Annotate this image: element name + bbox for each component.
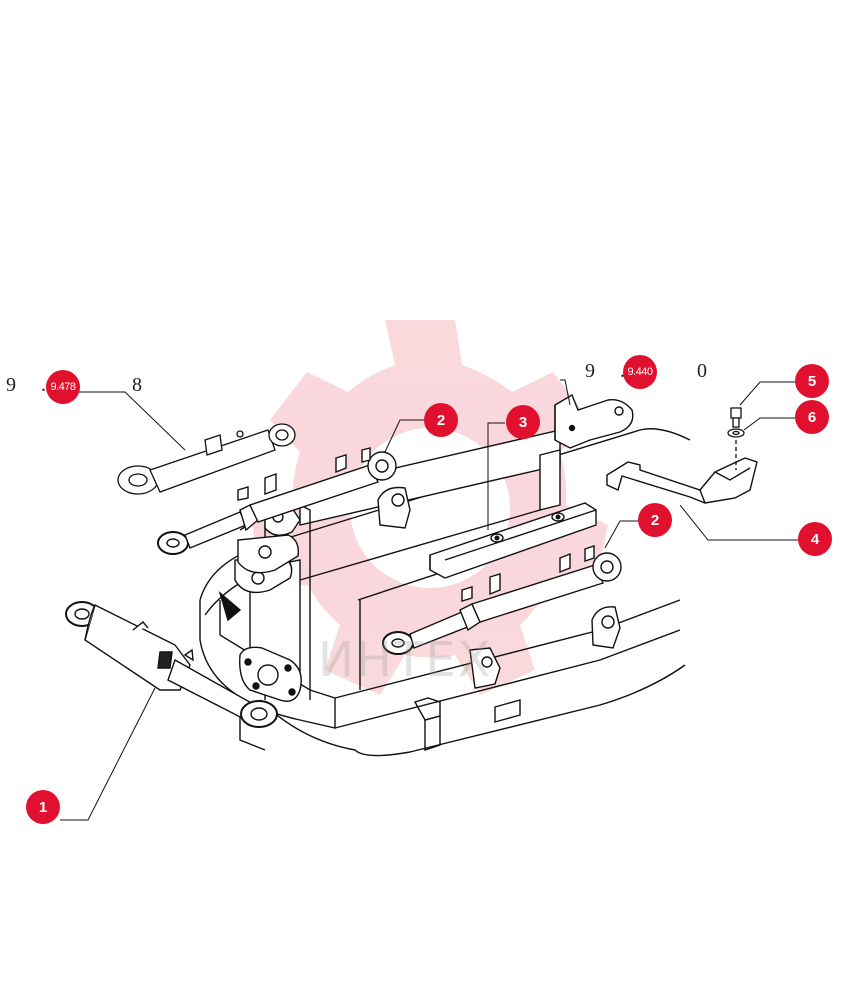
reference-right: 9 . 0 bbox=[585, 360, 717, 383]
bolt-and-washer bbox=[727, 407, 745, 470]
reference-right-dot: . bbox=[620, 360, 635, 382]
callout-4[interactable]: 4 bbox=[798, 522, 832, 556]
callout-5[interactable]: 5 bbox=[795, 364, 829, 398]
flange-plate bbox=[239, 646, 302, 702]
hydraulic-cylinder-1 bbox=[65, 601, 278, 728]
reference-right-badge[interactable]: 9.440 bbox=[623, 355, 657, 389]
reference-lug-right bbox=[554, 393, 634, 449]
callout-1[interactable]: 1 bbox=[26, 790, 60, 824]
reference-left-prefix: 9 bbox=[6, 374, 26, 396]
reference-left-badge[interactable]: 9.478 bbox=[46, 370, 80, 404]
reference-right-suffix: 0 bbox=[697, 360, 717, 382]
support-bracket-3 bbox=[429, 502, 597, 579]
reference-right-prefix: 9 bbox=[585, 360, 605, 382]
hose-bracket-4 bbox=[606, 457, 758, 504]
hydraulic-cylinder-2-upper bbox=[157, 447, 397, 555]
callout-3[interactable]: 3 bbox=[506, 405, 540, 439]
callout-6[interactable]: 6 bbox=[795, 400, 829, 434]
leader-lines bbox=[60, 379, 798, 821]
reference-left: 9 . 8 bbox=[6, 374, 152, 397]
callout-2-upper[interactable]: 2 bbox=[424, 403, 458, 437]
hydraulic-cylinder-2-lower bbox=[382, 545, 622, 655]
callout-2-lower[interactable]: 2 bbox=[638, 503, 672, 537]
frame-lugs bbox=[218, 486, 621, 689]
reference-left-suffix: 8 bbox=[132, 374, 152, 396]
reference-left-dot: . bbox=[41, 374, 56, 396]
reference-cylinder-left bbox=[117, 423, 296, 495]
watermark-text: ИНТЕХ bbox=[318, 632, 493, 688]
